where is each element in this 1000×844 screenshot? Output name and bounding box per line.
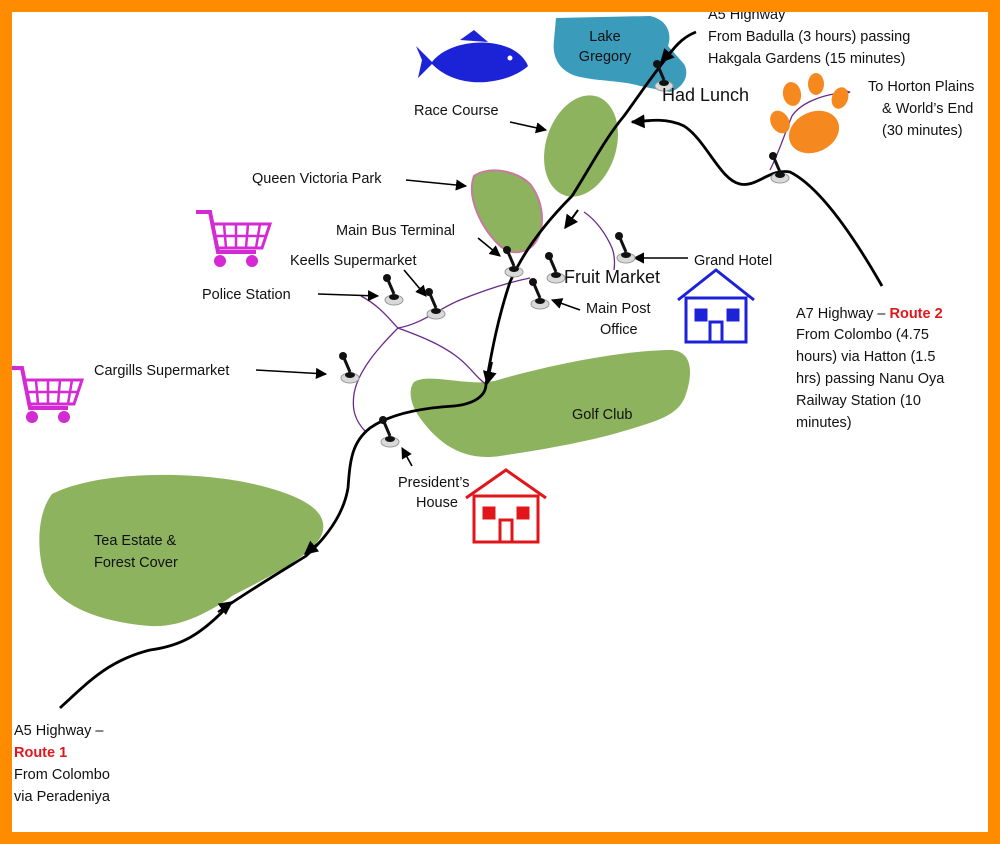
shopping-cart-icon <box>12 366 84 425</box>
queen-victoria-park-area <box>470 169 543 254</box>
a7-label-1: A7 Highway – Route 2 <box>796 305 943 324</box>
paw-print-icon <box>770 73 849 154</box>
route-arrows <box>217 47 675 616</box>
tea-estate-area <box>39 474 324 627</box>
main-bus-terminal-label: Main Bus Terminal <box>336 223 456 239</box>
route-2-label: Route 2 <box>889 306 943 322</box>
main-post-office-label-2: Office <box>600 322 638 338</box>
house-icon <box>677 268 755 344</box>
house-icon <box>465 468 547 544</box>
pointer-arrows <box>255 121 688 467</box>
race-course-label: Race Course <box>414 103 499 119</box>
a7-label-5: Railway Station (10 <box>796 393 921 409</box>
horton-label-1: To Horton Plains <box>868 79 975 95</box>
map-pin-icon[interactable] <box>381 272 405 307</box>
main-post-office-label-1: Main Post <box>586 301 651 317</box>
a5-north-label-3: Hakgala Gardens (15 minutes) <box>708 51 906 67</box>
a5-north-label-2: From Badulla (3 hours) passing <box>708 29 911 45</box>
had-lunch-label: Had Lunch <box>662 85 750 105</box>
lake-gregory-area <box>553 16 687 92</box>
fish-icon <box>416 30 528 83</box>
map-pin-icon[interactable] <box>337 350 361 385</box>
queen-victoria-park-label: Queen Victoria Park <box>252 171 382 187</box>
map-canvas <box>12 16 884 710</box>
grand-hotel-label: Grand Hotel <box>694 253 773 269</box>
a7-label-3: hours) via Hatton (1.5 <box>796 349 936 365</box>
map-pin-icon[interactable] <box>527 276 551 311</box>
a7-label-2: From Colombo (4.75 <box>796 327 929 343</box>
presidents-house-label-2: House <box>416 495 458 511</box>
presidents-house-label-1: President’s <box>398 475 470 491</box>
horton-label-2: & World’s End <box>882 101 974 117</box>
map-frame: A5 Highway From Badulla (3 hours) passin… <box>12 12 988 832</box>
a5-south-label-3: via Peradeniya <box>14 789 110 805</box>
cargills-supermarket-label: Cargills Supermarket <box>94 363 230 379</box>
tea-estate-label-1: Tea Estate & <box>94 533 177 549</box>
a5-south-label-1: A5 Highway – <box>14 723 104 739</box>
a7-label-6: minutes) <box>796 415 852 431</box>
golf-club-label: Golf Club <box>572 407 633 423</box>
a7-label-4: hrs) passing Nanu Oya <box>796 371 945 387</box>
map-pin-icon[interactable] <box>767 150 791 185</box>
lake-gregory-label-2: Gregory <box>578 49 632 65</box>
shopping-cart-icon <box>194 210 272 269</box>
lake-gregory-label-1: Lake <box>589 29 621 45</box>
map-pin-icon[interactable] <box>543 250 567 285</box>
a5-south-label-2: From Colombo <box>14 767 110 783</box>
map-pin-icon[interactable] <box>377 414 401 449</box>
horton-label-3: (30 minutes) <box>882 123 963 139</box>
route-1-label: Route 1 <box>14 745 68 761</box>
fruit-market-label: Fruit Market <box>564 267 661 287</box>
golf-club-area <box>410 350 691 458</box>
map-pin-icon[interactable] <box>423 286 447 321</box>
a7-highway-text: A7 Highway – <box>796 306 886 322</box>
map-pin-icon[interactable] <box>613 230 637 265</box>
police-station-label: Police Station <box>202 287 291 303</box>
a5-north-label-1: A5 Highway <box>708 12 786 23</box>
keells-supermarket-label: Keells Supermarket <box>290 253 417 269</box>
race-course-area <box>544 95 618 197</box>
tea-estate-label-2: Forest Cover <box>94 555 178 571</box>
